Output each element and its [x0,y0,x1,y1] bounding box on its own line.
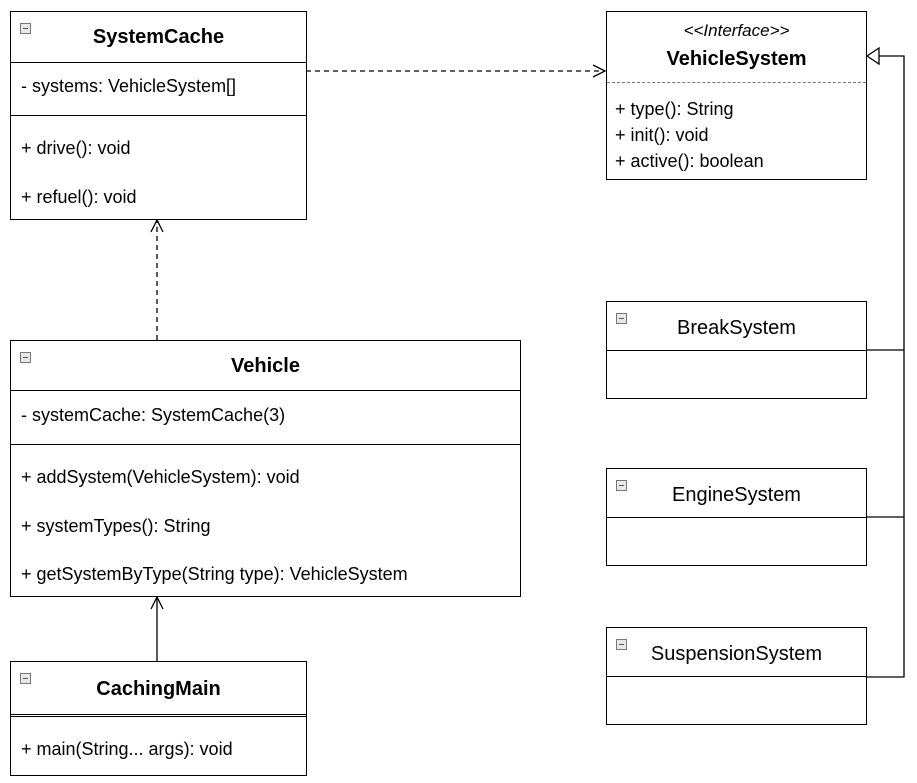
class-name: CachingMain [96,678,221,700]
realization-suspensionsystem [866,517,905,678]
association-arrowhead-vehicle [150,595,164,610]
class-header: BreakSystem [607,302,866,351]
operation: + type(): String [615,99,734,119]
operations-section: + main(String... args): void [11,717,306,775]
operation: + drive(): void [21,138,131,158]
class-header: CachingMain [11,662,306,717]
class-name: EngineSystem [672,484,801,506]
collapse-toggle-icon[interactable] [20,23,31,34]
operations-section: + drive(): void + refuel(): void [11,116,306,220]
class-vehicle[interactable]: Vehicle - systemCache: SystemCache(3) + … [10,340,521,597]
realization-enginesystem [866,350,905,518]
attributes-section: - systems: VehicleSystem[] [11,63,306,116]
operation: + refuel(): void [21,187,137,207]
dependency-arrowhead-vehiclesystem [592,64,607,78]
operation: + systemTypes(): String [21,516,211,536]
class-name: BreakSystem [677,317,796,339]
operation: + active(): boolean [615,151,764,171]
realization-trunk [879,55,905,350]
class-header: Vehicle [11,341,520,391]
attribute: - systemCache: SystemCache(3) [21,405,286,425]
interface-vehiclesystem[interactable]: <<Interface>> VehicleSystem + type(): St… [606,11,867,180]
dependency-arrowhead-systemcache [150,218,164,233]
class-header: EngineSystem [607,469,866,518]
class-name: SystemCache [92,26,225,48]
interface-header: <<Interface>> VehicleSystem [607,12,866,83]
stereotype-label: <<Interface>> [683,21,790,40]
attribute: - systems: VehicleSystem[] [21,76,237,96]
realization-hollow-triangle [865,46,880,66]
collapse-toggle-icon[interactable] [20,352,31,363]
class-header: SystemCache [11,12,306,63]
interface-name: VehicleSystem [666,48,807,70]
operations-section: + addSystem(VehicleSystem): void + syste… [11,445,520,597]
operation: + main(String... args): void [21,739,233,759]
class-breaksystem[interactable]: BreakSystem [606,301,867,399]
collapse-toggle-icon[interactable] [20,673,31,684]
class-name: Vehicle [231,355,300,377]
attributes-section: - systemCache: SystemCache(3) [11,391,520,445]
class-header: SuspensionSystem [607,628,866,677]
operations-section: + type(): String + init(): void + active… [607,83,866,179]
class-cachingmain[interactable]: CachingMain + main(String... args): void [10,661,307,776]
collapse-toggle-icon[interactable] [616,480,627,491]
collapse-toggle-icon[interactable] [616,639,627,650]
class-enginesystem[interactable]: EngineSystem [606,468,867,566]
collapse-toggle-icon[interactable] [616,313,627,324]
class-suspensionsystem[interactable]: SuspensionSystem [606,627,867,725]
operation: + addSystem(VehicleSystem): void [21,467,300,487]
class-systemcache[interactable]: SystemCache - systems: VehicleSystem[] +… [10,11,307,220]
class-name: SuspensionSystem [650,643,823,665]
operation: + init(): void [615,125,709,145]
operation: + getSystemByType(String type): VehicleS… [21,564,408,584]
